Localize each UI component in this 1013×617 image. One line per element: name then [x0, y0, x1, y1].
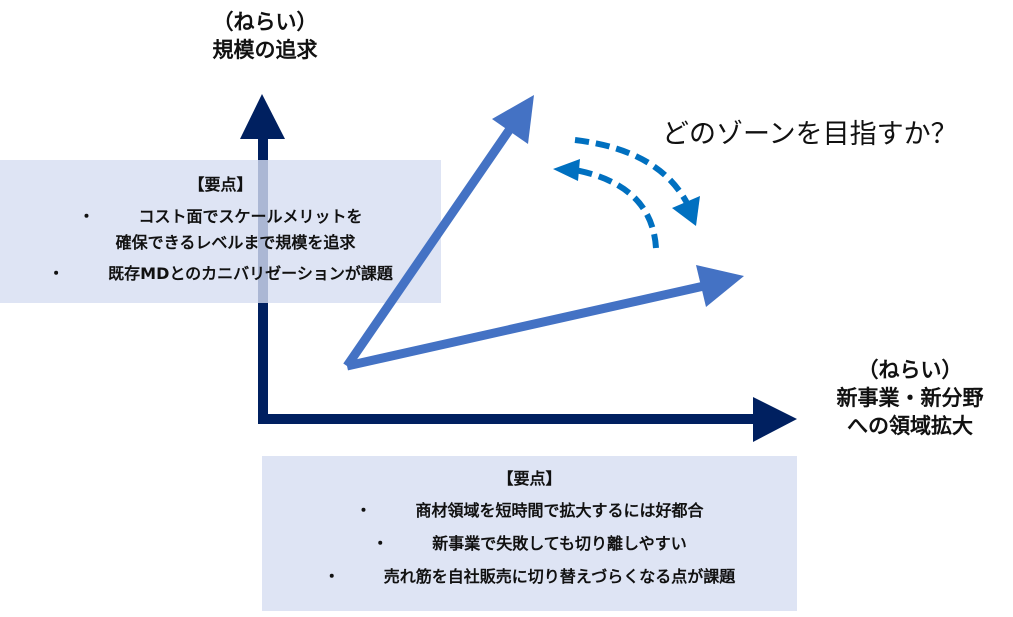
- left-box-point-line2: 確保できるレベルまで規模を追求: [115, 233, 356, 252]
- bottom-box-point: ・ 商材領域を短時間で拡大するには好都合: [262, 498, 797, 524]
- bottom-box-point-text: 売れ筋を自社販売に切り替えづらくなる点が課題: [383, 567, 736, 586]
- y-axis-label: （ねらい） 規模の追求: [170, 8, 360, 64]
- dashed-curve: [574, 137, 691, 207]
- x-axis-title-line1: 新事業・新分野: [836, 386, 984, 410]
- bottom-box-point-text: 新事業で失敗しても切り離しやすい: [432, 534, 687, 553]
- y-axis-aim: （ねらい）: [212, 10, 318, 34]
- scale-direction-arrow: [343, 95, 534, 369]
- bottom-box-point: ・ 売れ筋を自社販売に切り替えづらくなる点が課題: [262, 564, 797, 590]
- dashed-arrow-toward-scale: [553, 159, 659, 249]
- x-axis-label: （ねらい） 新事業・新分野 への領域拡大: [810, 356, 1010, 440]
- expansion-direction-arrow: [346, 265, 744, 371]
- dashed-arrowhead-icon: [553, 159, 580, 181]
- bottom-key-points-box: 【要点】 ・商材領域を短時間で拡大するには好都合 ・新事業で失敗しても切り離しや…: [262, 456, 797, 611]
- scale-arrowhead-icon: [492, 95, 534, 144]
- bullet-icon: ・: [48, 264, 65, 283]
- dashed-curve: [574, 167, 659, 249]
- expansion-arrow-shaft: [346, 281, 705, 371]
- x-axis-arrow: [258, 397, 797, 442]
- x-axis-title-line2: への領域拡大: [847, 414, 973, 438]
- left-box-point: ・ コスト面でスケールメリットを 確保できるレベルまで規模を追求: [0, 204, 441, 256]
- x-axis-aim: （ねらい）: [857, 358, 963, 382]
- x-axis-shaft: [258, 414, 756, 424]
- bullet-icon: ・: [78, 207, 95, 226]
- bullet-icon: ・: [323, 567, 340, 586]
- bullet-icon: ・: [355, 501, 372, 520]
- bullet-icon: ・: [372, 534, 389, 553]
- dashed-arrow-toward-expansion: [574, 137, 700, 226]
- bottom-box-point-text: 商材領域を短時間で拡大するには好都合: [415, 501, 704, 520]
- y-axis-arrowhead-icon: [240, 94, 285, 139]
- left-box-point-line1: 既存MDとのカニバリゼーションが課題: [108, 264, 393, 283]
- dashed-arrowhead-icon: [672, 196, 700, 226]
- bottom-box-title: 【要点】: [497, 469, 562, 488]
- question-text: どのゾーンを目指すか？: [662, 119, 958, 150]
- bottom-box-point: ・ 新事業で失敗しても切り離しやすい: [262, 531, 797, 557]
- y-axis-title: 規模の追求: [212, 38, 318, 62]
- x-axis-arrowhead-icon: [753, 397, 797, 442]
- scale-arrow-shaft: [343, 123, 516, 369]
- expansion-arrowhead-icon: [696, 265, 744, 307]
- left-box-point-line1: コスト面でスケールメリットを: [138, 207, 363, 226]
- left-box-point: ・ 既存MDとのカニバリゼーションが課題: [0, 261, 441, 287]
- left-box-title: 【要点】: [188, 175, 253, 194]
- left-key-points-box: 【要点】 ・コスト面でスケールメリットを 確保できるレベルまで規模を追求 ・既存…: [0, 160, 441, 303]
